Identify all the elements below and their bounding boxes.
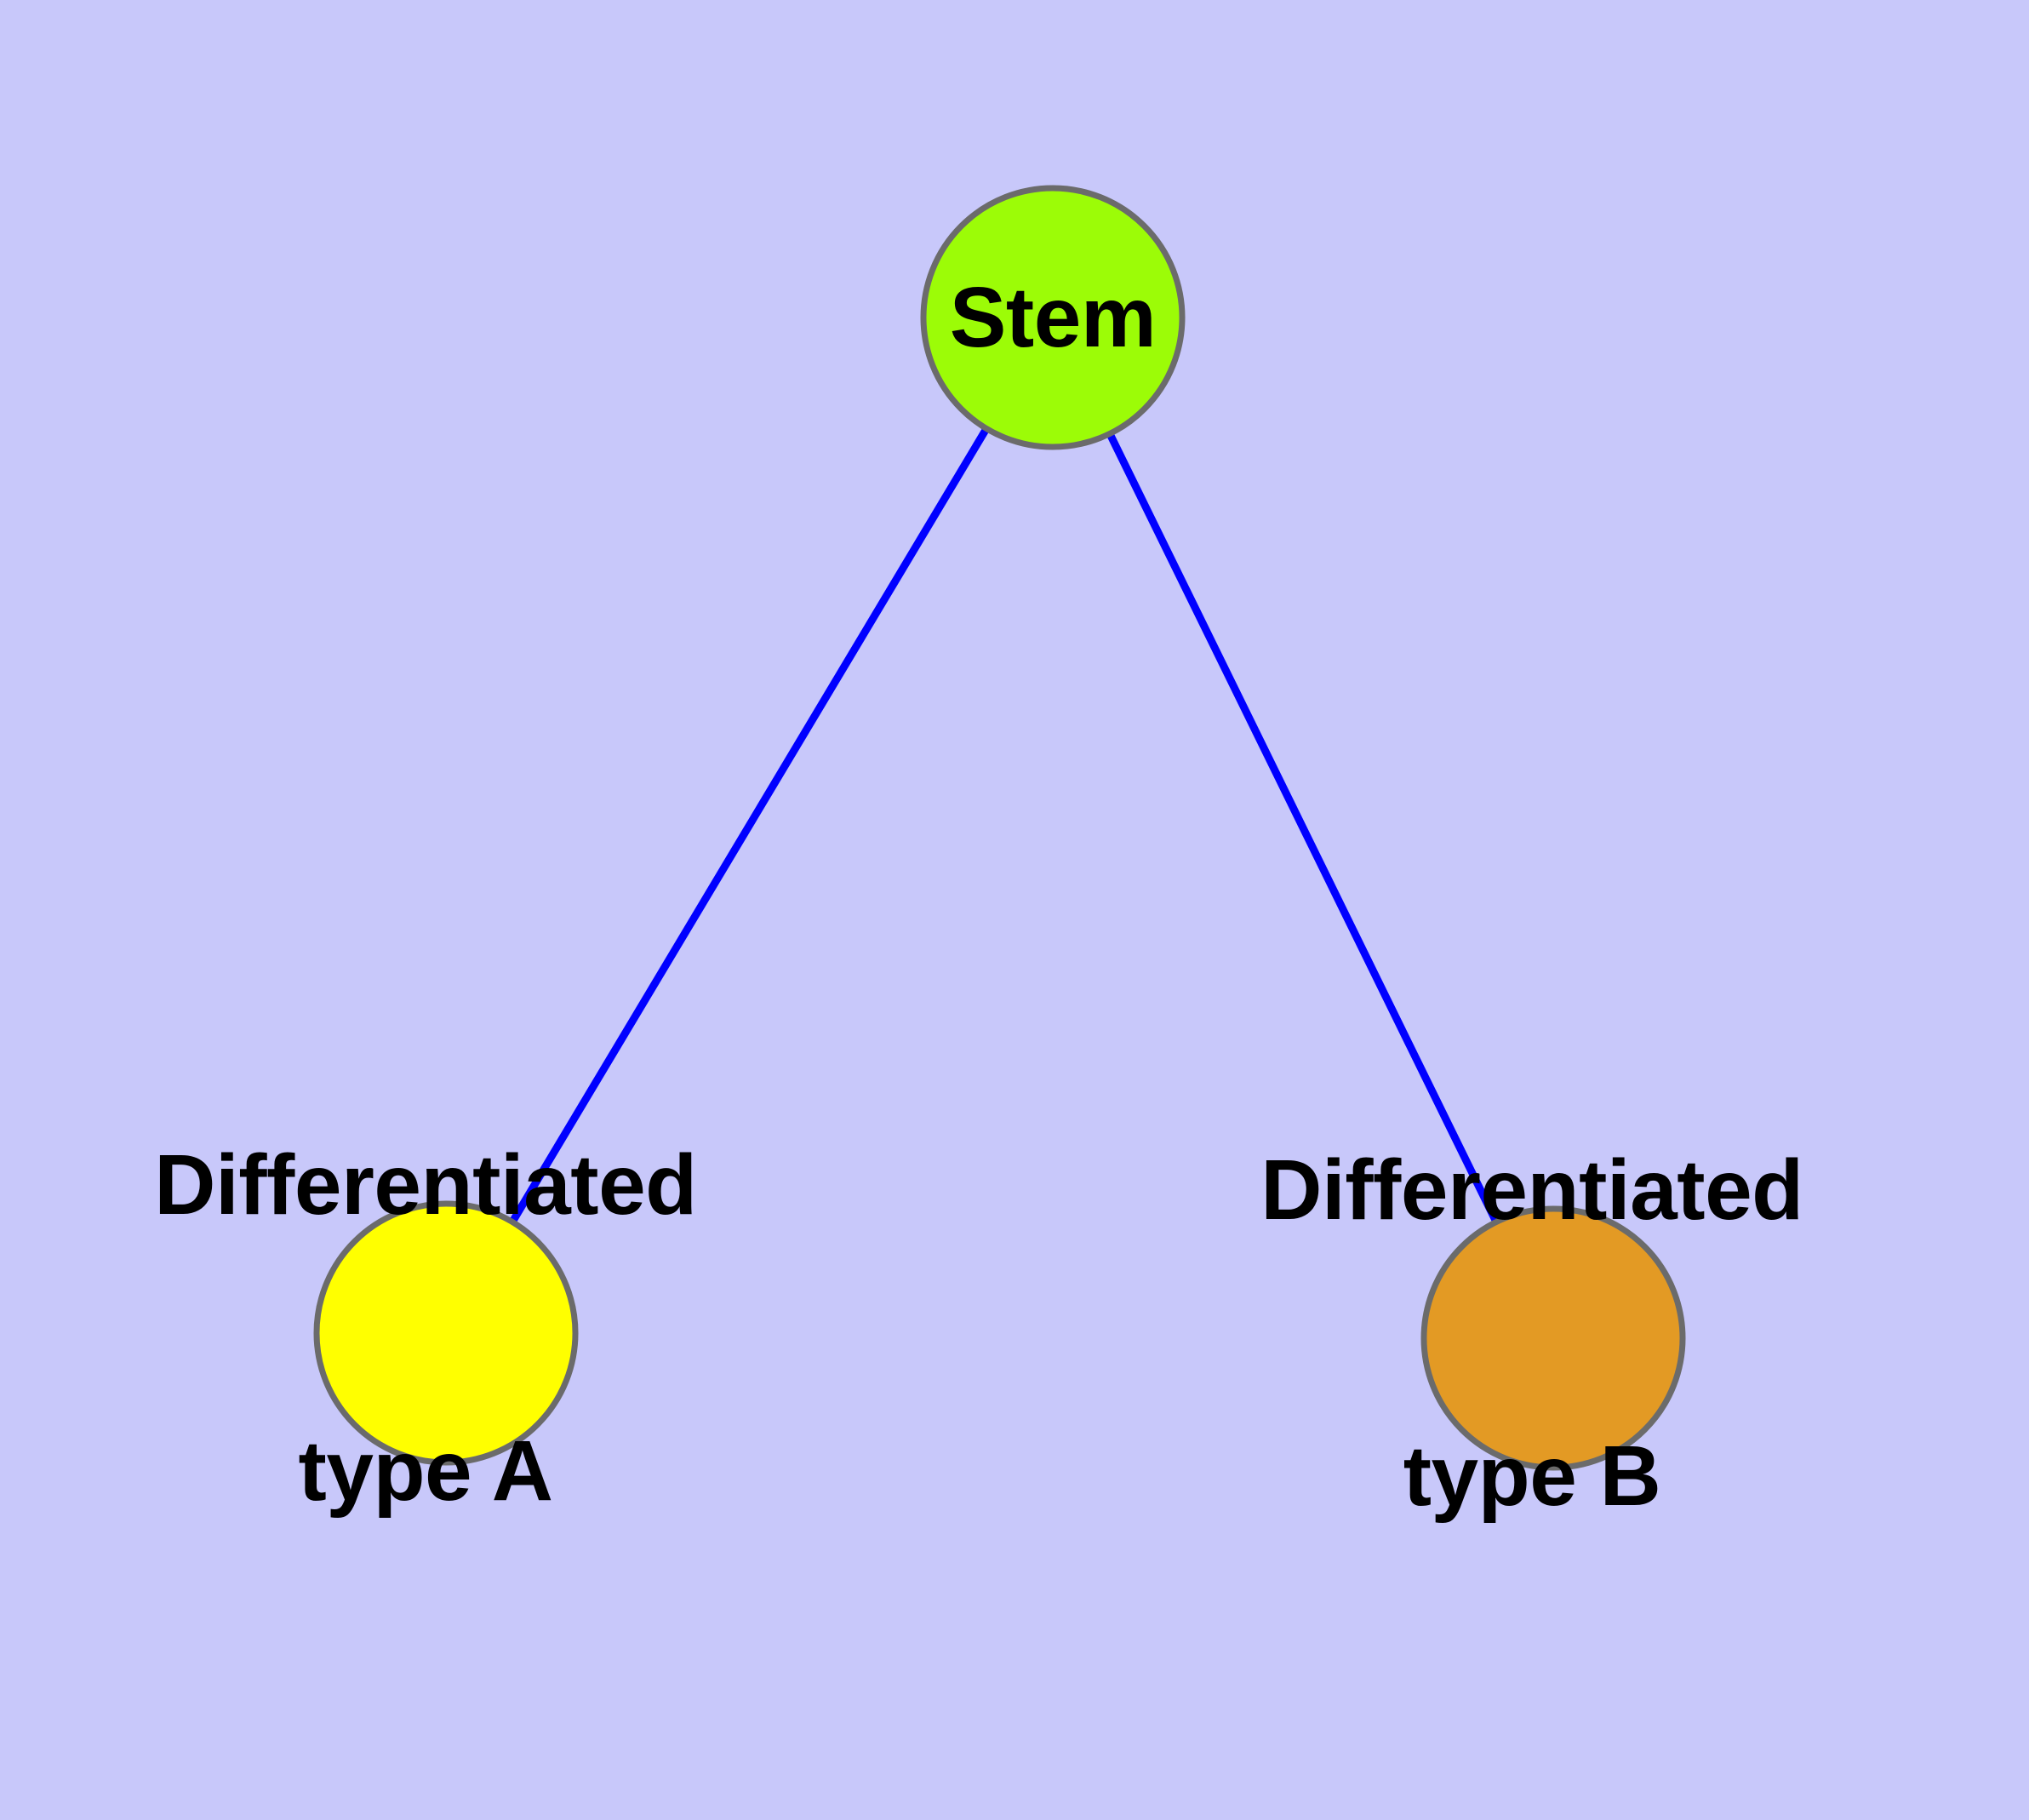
edge-stem-to-differentiated-type-a[interactable] (507, 423, 992, 1228)
node-differentiated-type-b[interactable] (1420, 1205, 1686, 1471)
nodes-group (313, 185, 1686, 1471)
edges-group (507, 423, 1501, 1228)
edge-stem-to-differentiated-type-b[interactable] (1105, 428, 1501, 1228)
node-differentiated-type-a[interactable] (313, 1200, 579, 1466)
node-stem[interactable] (920, 185, 1186, 450)
